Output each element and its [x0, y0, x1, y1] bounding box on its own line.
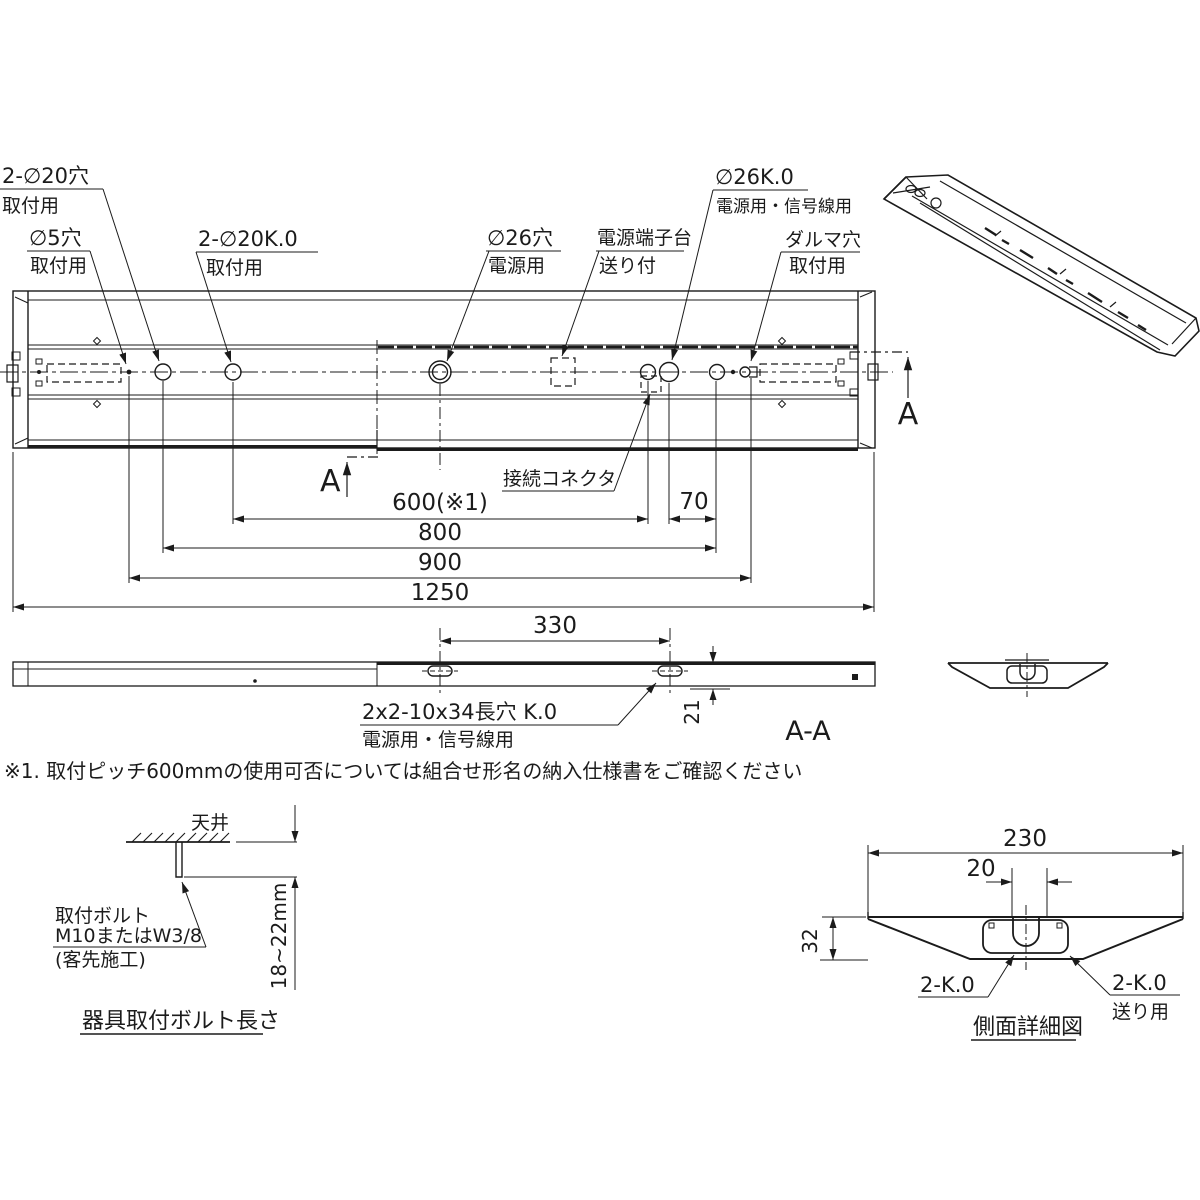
section-aa-view: [947, 653, 1109, 697]
label-daruma-hole: ダルマ穴: [785, 229, 861, 251]
label-2-d20-hole: 2-∅20穴: [2, 164, 89, 188]
label-d26-hole: ∅26穴: [487, 226, 553, 250]
section-letter-right: A: [898, 397, 919, 432]
label-connector: 接続コネクタ: [503, 468, 616, 490]
side-detail-diagram: [820, 845, 1184, 1041]
label-2k0-right-feed: 送り用: [1112, 1001, 1169, 1023]
label-d5-hole: ∅5穴: [29, 226, 82, 250]
label-2-d20k0-use: 取付用: [206, 257, 263, 279]
section-letter-left: A: [320, 464, 341, 499]
plan-view-leaders: [0, 188, 860, 492]
label-bolt-size: M10またはW3/8: [55, 925, 202, 947]
plan-view: [0, 290, 893, 457]
dim-70: 70: [679, 489, 708, 515]
label-terminal-block: 電源端子台: [597, 227, 692, 249]
side-view-dimensions: [360, 637, 730, 726]
side-elevation-view: [12, 628, 876, 695]
dim-21: 21: [680, 699, 704, 724]
bolt-diagram-title: 器具取付ボルト長さ: [82, 1009, 280, 1034]
dim-600: 600(※1): [392, 490, 488, 516]
label-2k0-left: 2-K.0: [920, 973, 975, 997]
label-daruma-use: 取付用: [789, 255, 846, 277]
isometric-view: [882, 174, 1200, 357]
label-slot: 2x2-10x34長穴 K.0: [362, 700, 557, 724]
label-ceiling: 天井: [191, 812, 229, 834]
bolt-length-diagram: [53, 805, 299, 1035]
footnote: ※1. 取付ピッチ600mmの使用可否については組合せ形名の納入仕様書をご確認く…: [4, 759, 802, 783]
dim-800: 800: [418, 520, 462, 546]
label-2-d20-use: 取付用: [2, 195, 59, 217]
dim-900: 900: [418, 550, 462, 576]
label-2k0-right: 2-K.0: [1112, 971, 1167, 995]
label-d26k0-hole: ∅26K.0: [715, 165, 794, 189]
dim-1250: 1250: [411, 580, 470, 606]
label-terminal-feed: 送り付: [599, 255, 656, 277]
label-customer-install: (客先施工): [55, 949, 146, 971]
side-detail-title: 側面詳細図: [973, 1015, 1083, 1040]
label-mounting-bolt: 取付ボルト: [55, 905, 150, 927]
plan-view-dimensions: [12, 376, 875, 612]
label-2-d20k0-hole: 2-∅20K.0: [198, 227, 298, 251]
section-aa-label: A-A: [785, 716, 831, 747]
dim-32: 32: [798, 928, 822, 953]
dim-230: 230: [1003, 826, 1047, 852]
dim-20: 20: [966, 856, 995, 882]
label-d5-use: 取付用: [30, 255, 87, 277]
section-markers: [342, 351, 913, 497]
dim-330: 330: [533, 613, 577, 639]
label-slot-use: 電源用・信号線用: [362, 729, 514, 751]
dim-18-22mm: 18~22mm: [267, 883, 291, 990]
label-d26k0-use: 電源用・信号線用: [716, 197, 852, 217]
label-d26-use: 電源用: [488, 255, 545, 277]
